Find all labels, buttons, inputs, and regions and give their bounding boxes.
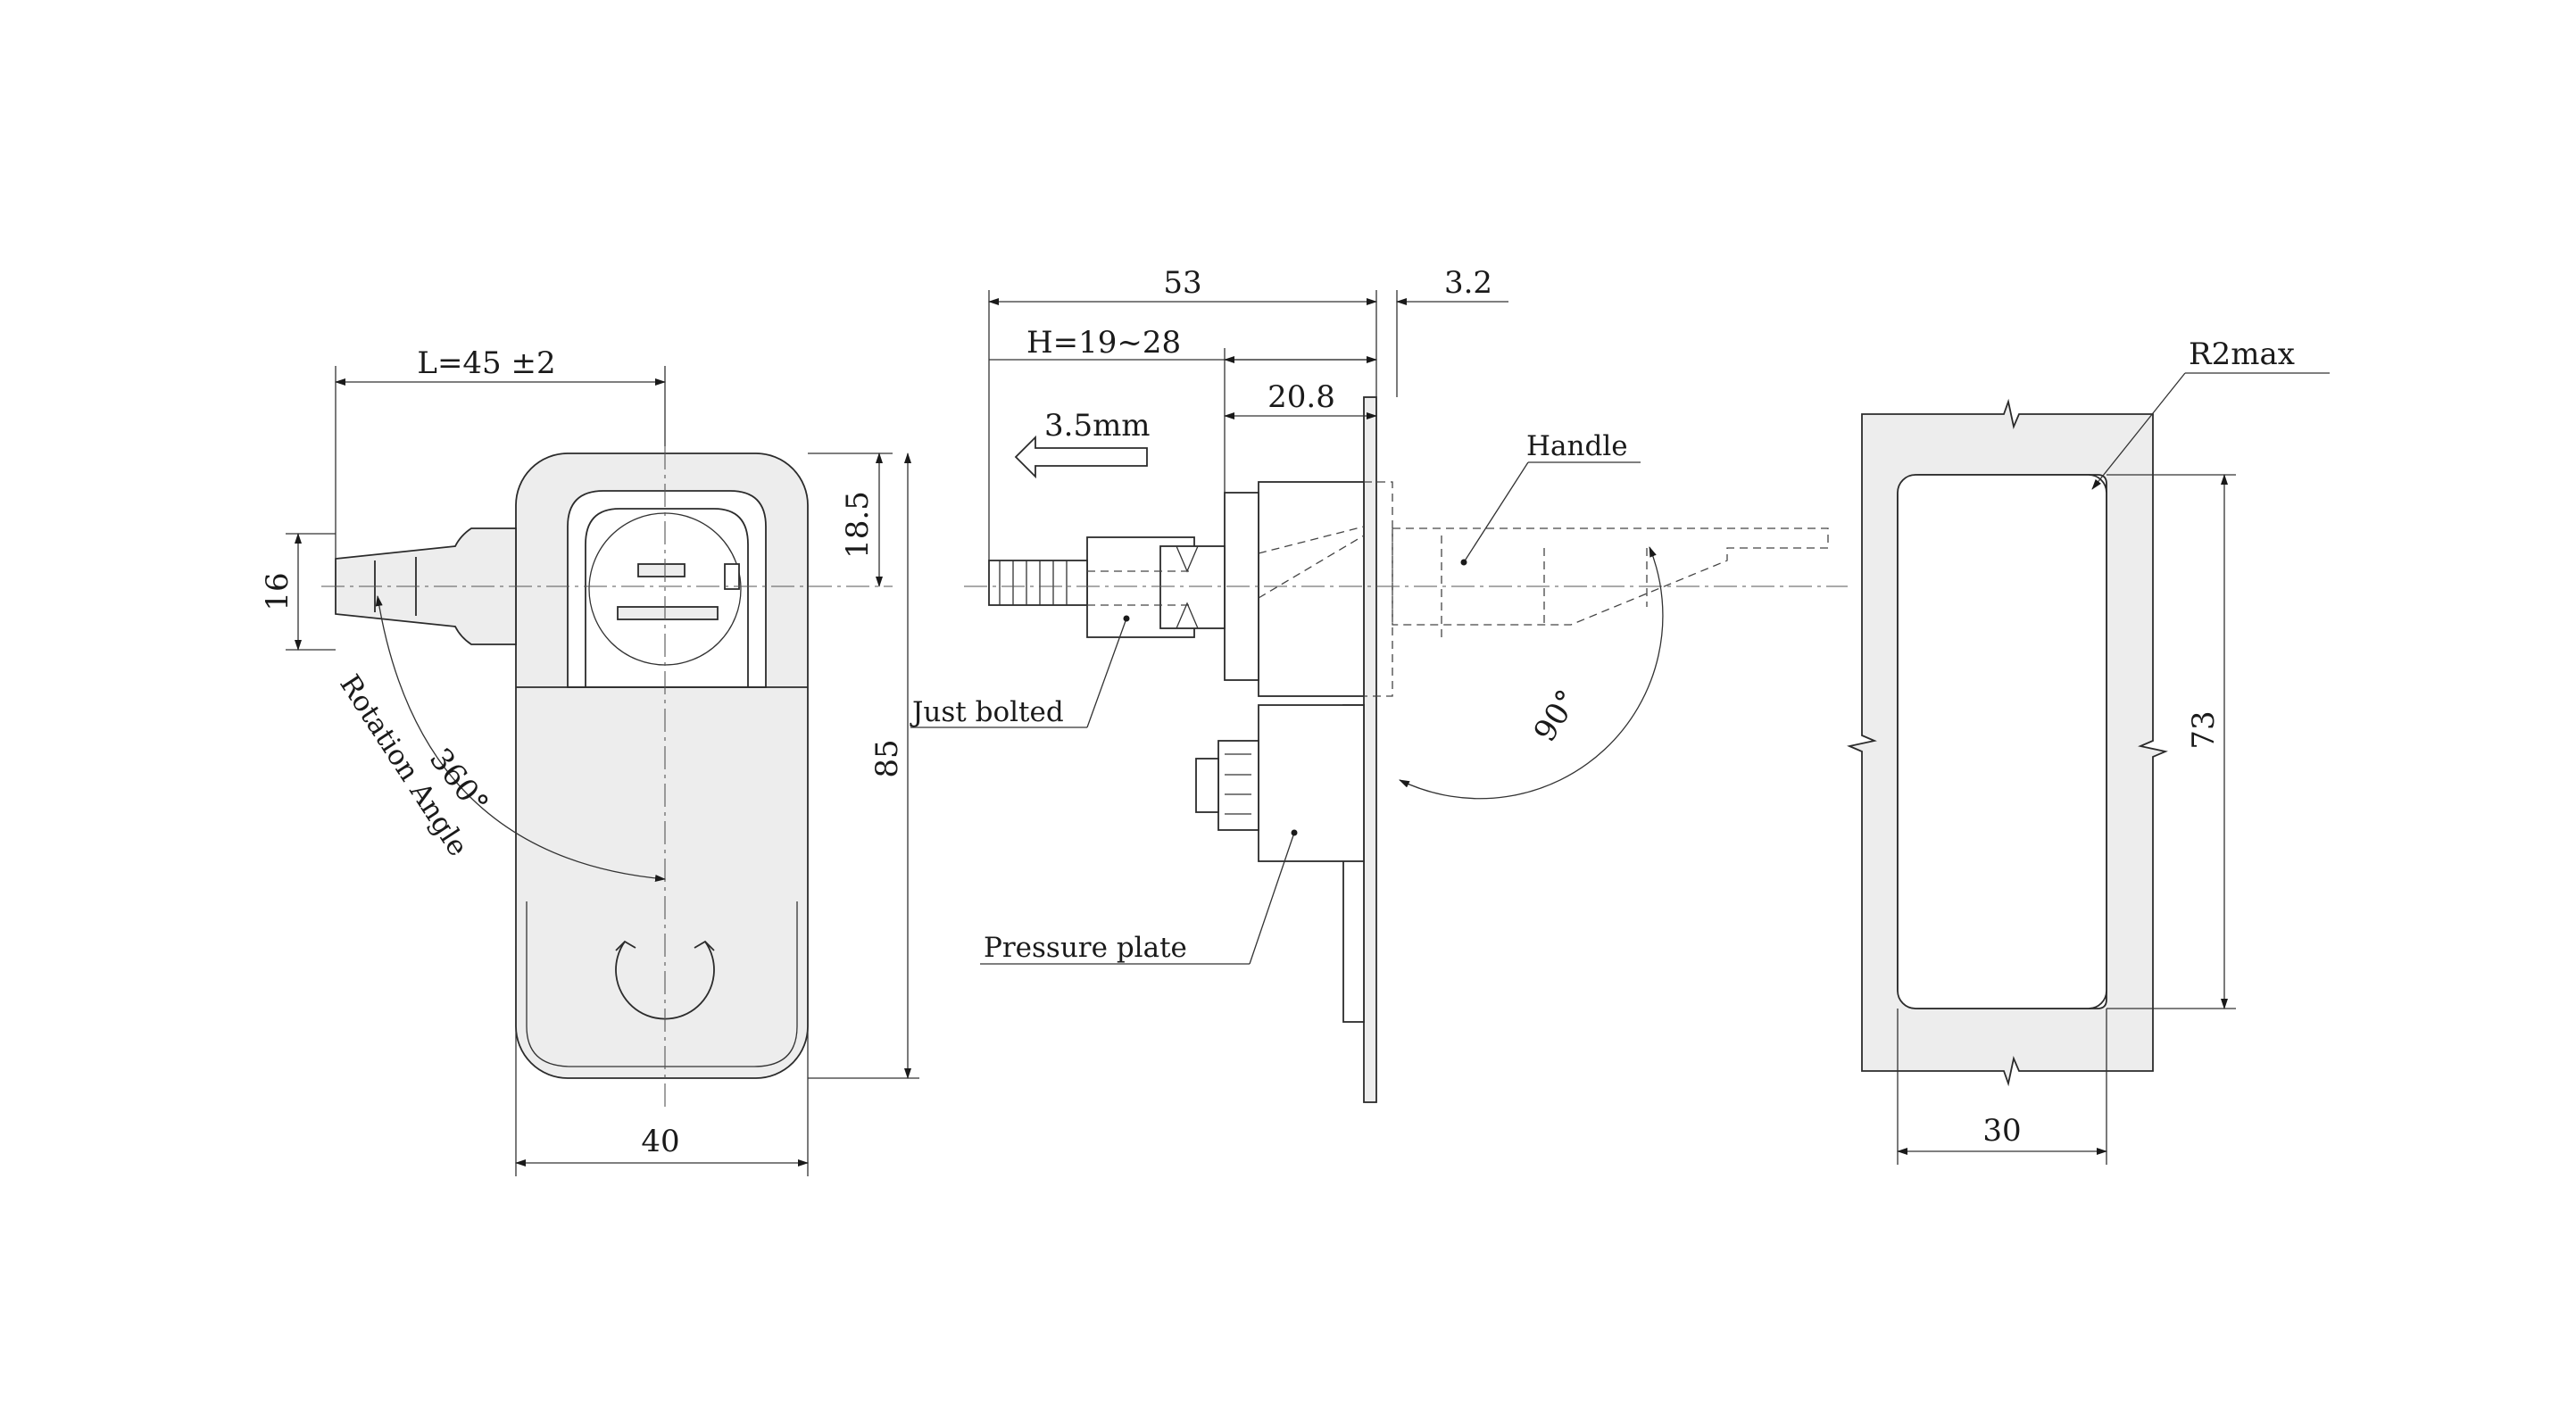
dim-20-8: 20.8 <box>1267 379 1335 415</box>
dim-h: H=19~28 <box>1026 325 1181 361</box>
dim-16: 16 <box>260 572 295 610</box>
bolt-head <box>1217 740 1259 831</box>
key-slot <box>637 563 686 577</box>
handle-outline <box>1392 527 1829 626</box>
dim-53: 53 <box>1163 265 1201 301</box>
label-pressure-plate: Pressure plate <box>984 932 1187 964</box>
door-panel <box>1363 396 1377 1103</box>
dim-length: L=45 ±2 <box>417 345 555 381</box>
push-distance: 3.5mm <box>1044 408 1151 444</box>
label-just-bolted: Just bolted <box>910 696 1064 728</box>
dim-73: 73 <box>2186 710 2222 749</box>
rotation-arc <box>375 595 666 882</box>
dim-85: 85 <box>869 739 905 777</box>
cutout-view: R2max 73 30 <box>1847 336 2330 1165</box>
pressure-plate <box>1258 704 1365 862</box>
angle-arc <box>1399 546 1664 800</box>
cutout-opening <box>1897 474 2107 1009</box>
dim-40: 40 <box>641 1124 679 1159</box>
threaded-stud <box>988 560 1088 606</box>
dim-18-5: 18.5 <box>840 491 876 559</box>
key-slot-lower <box>617 606 719 620</box>
dim-30: 30 <box>1982 1113 2021 1149</box>
label-handle: Handle <box>1526 430 1628 462</box>
front-view: L=45 ±2 16 18.5 85 40 360° Rotation Angl… <box>260 345 919 1176</box>
angle-value: 90° <box>1527 684 1586 748</box>
radius-label: R2max <box>2189 336 2295 372</box>
handle-clip <box>724 563 740 590</box>
side-view: 53 3.2 H=19~28 20.8 3.5mm 90° Handle Jus… <box>910 265 1848 1103</box>
bolt-tip <box>1195 758 1219 813</box>
dim-3-2: 3.2 <box>1444 265 1492 301</box>
push-arrow <box>1014 435 1148 479</box>
